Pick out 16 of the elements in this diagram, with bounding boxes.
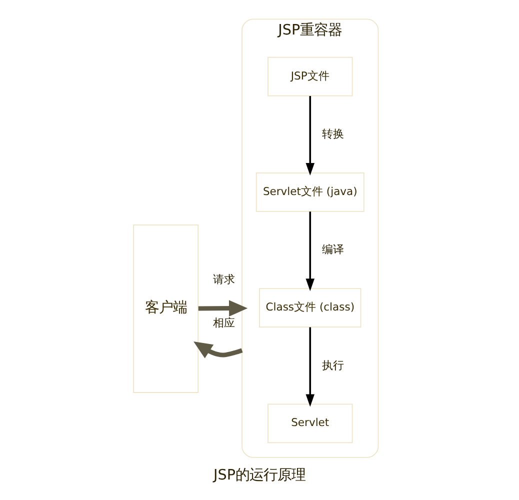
edge-label: 请求: [212, 272, 235, 286]
edge-label: 执行: [322, 358, 344, 372]
node-box: Servlet: [268, 404, 353, 444]
edge-label: 转换: [322, 128, 344, 141]
edge-label: 相应: [212, 316, 235, 330]
edge-label: 编译: [322, 243, 344, 256]
arrow: [194, 341, 243, 358]
arrow: [306, 96, 315, 176]
arrow: [306, 327, 315, 407]
node-box: JSP文件: [268, 56, 353, 96]
arrow: [306, 212, 315, 292]
caption: JSP的运行原理: [214, 468, 306, 484]
node-box: Servlet文件 (java): [256, 172, 364, 212]
node-box: Class文件 (class): [259, 288, 362, 328]
arrow: [198, 300, 248, 316]
node-box: 客户端: [133, 224, 199, 393]
